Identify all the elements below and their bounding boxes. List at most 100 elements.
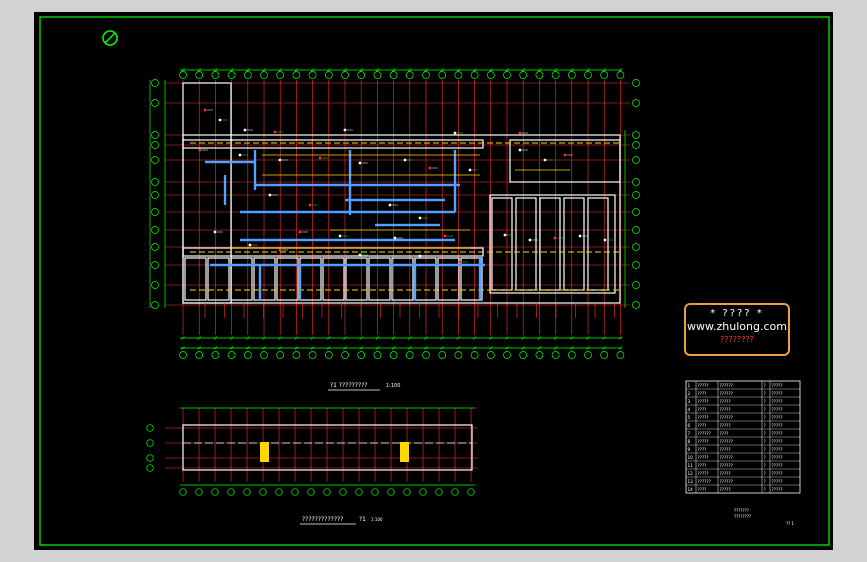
legend-cell: ????? bbox=[720, 399, 731, 404]
axis-bubble-bottom bbox=[535, 351, 544, 359]
legend-cell: ? bbox=[764, 471, 766, 476]
dimension-tick bbox=[424, 346, 428, 350]
axis-bubble-top bbox=[260, 71, 268, 79]
dimension-tick bbox=[456, 68, 461, 72]
axis-bubble-top bbox=[600, 71, 609, 79]
section-axis-bubble-left bbox=[146, 439, 154, 447]
dimension-tick bbox=[213, 336, 218, 340]
legend-cell: 8 bbox=[688, 439, 691, 444]
legend-cell: ????? bbox=[698, 399, 709, 404]
annotation-mark bbox=[248, 243, 252, 247]
dimension-tick bbox=[262, 336, 266, 340]
dimension-tick bbox=[181, 346, 185, 350]
watermark-box: * ???? * www.zhulong.com ???????? bbox=[684, 303, 790, 356]
drawing-frame bbox=[39, 16, 830, 546]
legend-cell: ?????? bbox=[720, 463, 733, 468]
section-axis-bubble-left bbox=[146, 424, 154, 432]
axis-bubble-bottom bbox=[389, 351, 398, 359]
dimension-tick bbox=[375, 346, 380, 350]
legend-cell: ????? bbox=[772, 415, 783, 420]
axis-bubble-bottom bbox=[486, 351, 495, 359]
legend-cell: ????? bbox=[698, 439, 709, 444]
dimension-tick bbox=[310, 346, 315, 350]
wall-outline bbox=[182, 139, 484, 149]
dimension-tick bbox=[505, 346, 509, 350]
axis-bubble-bottom bbox=[260, 351, 268, 359]
legend-cell: ????? bbox=[772, 399, 783, 404]
wall-outline bbox=[460, 257, 483, 301]
axis-bubble-bottom bbox=[567, 351, 576, 359]
section-title: ????????????? bbox=[302, 516, 343, 523]
legend-cell: ????? bbox=[772, 431, 783, 436]
legend-grid bbox=[685, 380, 801, 494]
axis-bubble-bottom bbox=[243, 351, 252, 359]
drawing-canvas[interactable]: ?1 ????????? 1:100 ????????????? ?1 1:10… bbox=[34, 12, 833, 550]
legend-cell: 7 bbox=[688, 431, 691, 436]
dimension-tick bbox=[472, 68, 477, 72]
axis-bubble-bottom bbox=[405, 351, 414, 359]
legend-cell: 6 bbox=[688, 423, 691, 428]
annotation-mark bbox=[543, 158, 547, 162]
axis-bubble-top bbox=[616, 71, 625, 79]
plan-title-block: ?1 ????????? 1:100 bbox=[328, 382, 400, 391]
annotation-mark bbox=[238, 153, 242, 157]
axis-bubble-right bbox=[632, 226, 640, 234]
axis-bubble-right bbox=[632, 243, 640, 251]
legend-cell: ????? bbox=[772, 447, 783, 452]
dimension-tick bbox=[197, 346, 201, 350]
legend-cell: ????? bbox=[772, 455, 783, 460]
legend-table: 1?????????????????2????????????????3????… bbox=[685, 380, 801, 526]
wall-outline bbox=[368, 257, 391, 301]
section-axis-bubble bbox=[179, 488, 187, 496]
legend-cell: ????? bbox=[720, 471, 731, 476]
axis-bubble-bottom bbox=[324, 351, 333, 359]
axis-bubble-right bbox=[632, 191, 640, 199]
dimension-tick bbox=[602, 68, 606, 72]
legend-cell: 1 bbox=[688, 383, 691, 388]
dimension-tick bbox=[359, 336, 363, 340]
axis-bubble-right bbox=[632, 156, 640, 164]
dimension-tick bbox=[229, 336, 234, 340]
axis-bubble-top bbox=[486, 71, 495, 79]
dimension-tick bbox=[181, 68, 185, 72]
dimension-tick bbox=[213, 346, 218, 350]
axis-bubble-left bbox=[151, 301, 159, 309]
section-axis-bubble bbox=[211, 488, 219, 496]
legend-cell: ? bbox=[764, 431, 766, 436]
legend-cell: ? bbox=[764, 423, 766, 428]
axis-bubble-left bbox=[151, 141, 159, 149]
legend-cell: ????? bbox=[698, 383, 709, 388]
wall-outline bbox=[182, 134, 621, 304]
legend-cell: ????? bbox=[698, 455, 709, 460]
section-axis-grid bbox=[165, 408, 478, 482]
dimension-tick bbox=[327, 336, 331, 340]
watermark-line-3: ???????? bbox=[720, 335, 754, 344]
dimension-tick bbox=[602, 336, 606, 340]
dimension-tick bbox=[553, 346, 558, 350]
legend-cell: ????? bbox=[698, 471, 709, 476]
dimension-tick bbox=[359, 68, 363, 72]
legend-cell: 13 bbox=[688, 479, 694, 484]
annotation-mark bbox=[298, 230, 302, 234]
section-plan bbox=[146, 407, 478, 496]
axis-bubble-bottom bbox=[422, 351, 430, 359]
dimension-tick bbox=[440, 68, 444, 72]
legend-cell: ????? bbox=[772, 471, 783, 476]
section-axis-bubble bbox=[467, 488, 475, 496]
floor-plan bbox=[149, 68, 640, 359]
dimension-tick bbox=[408, 346, 412, 350]
axis-bubble-top bbox=[503, 71, 511, 79]
watermark-url: www.zhulong.com bbox=[687, 320, 787, 333]
annotation-mark bbox=[458, 260, 462, 264]
wall-outline bbox=[489, 194, 616, 294]
axis-bubble-top bbox=[535, 71, 544, 79]
dimension-tick bbox=[262, 346, 266, 350]
legend-cell: ?????? bbox=[720, 415, 733, 420]
dimension-tick bbox=[391, 346, 396, 350]
plan-ducts bbox=[205, 150, 485, 300]
dimension-tick bbox=[391, 336, 396, 340]
legend-cell: ????? bbox=[720, 407, 731, 412]
axis-bubble-bottom bbox=[438, 351, 447, 359]
section-axis-bubble bbox=[371, 488, 379, 496]
dimension-tick bbox=[343, 336, 347, 340]
